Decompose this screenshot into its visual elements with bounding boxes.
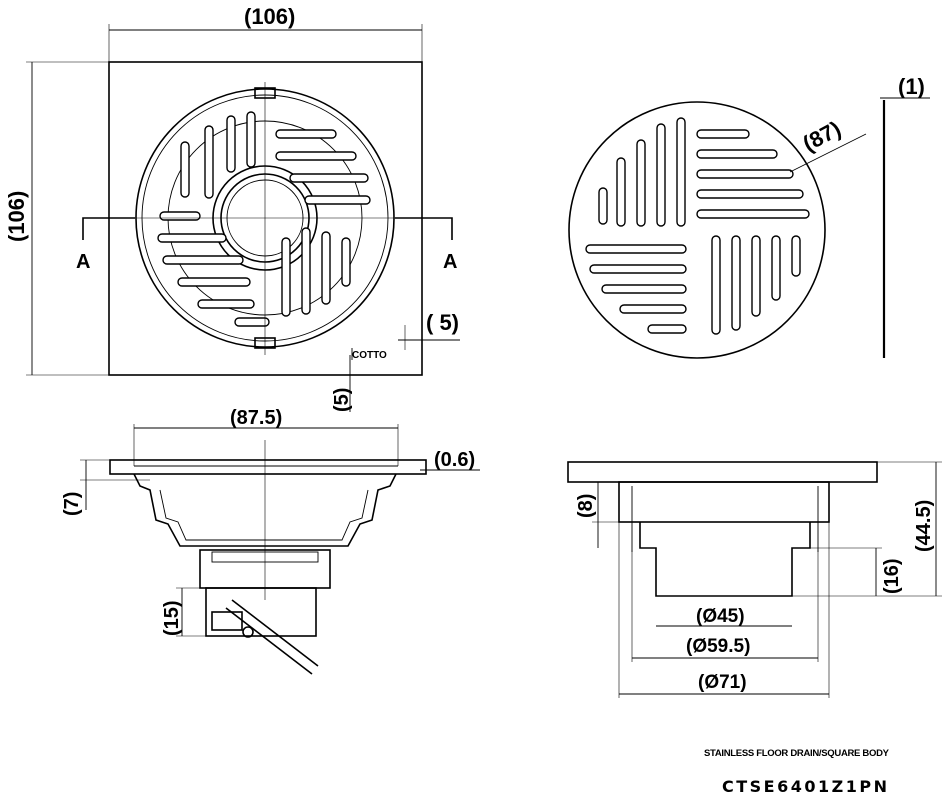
grate-slot <box>177 277 251 287</box>
grate-slot <box>616 157 626 227</box>
section-body-inner <box>159 489 369 541</box>
dim-trap-height: (15) <box>161 600 183 636</box>
brand-logo: COTTO <box>352 350 387 361</box>
title-block: STAINLESS FLOOR DRAIN/SQUARE BODY CTSE64… <box>704 748 890 796</box>
grate-slot <box>636 139 646 227</box>
section-line-left <box>82 217 135 240</box>
grate-slot <box>601 284 687 294</box>
grate-slot <box>204 125 214 199</box>
section-flange <box>109 459 427 475</box>
dim-flange-height: (7) <box>61 492 83 516</box>
dim-dia-71: (Ø71) <box>698 672 747 693</box>
grate-outline <box>568 101 826 359</box>
elevation-plate <box>567 461 878 483</box>
grate-slot <box>598 187 608 225</box>
dim-plate-height: (106) <box>4 191 29 242</box>
grate-slot <box>589 264 687 274</box>
grate-slot <box>275 129 337 139</box>
grate-slot <box>711 235 721 335</box>
section-label-left: A <box>76 251 90 273</box>
elevation-view: (8) (44.5) (16) (Ø45) (Ø59.5) (Ø71) <box>567 461 942 698</box>
section-trap-arm-2 <box>225 607 313 675</box>
grate-slot <box>281 237 291 317</box>
grate-slot <box>696 169 794 179</box>
grate-slot <box>751 235 761 317</box>
dim-corner-offset: ( 5) <box>426 310 459 335</box>
square-plate <box>108 61 423 376</box>
section-label-right: A <box>443 251 457 273</box>
section-trap-tab <box>211 611 243 631</box>
dim-bottom-offset: (5) <box>331 388 353 412</box>
dim-frame-width: (87.5) <box>230 407 282 429</box>
grate-detail-view: (87) (1) <box>568 74 930 359</box>
dim-grate-diameter: (87) <box>799 116 845 156</box>
product-description: STAINLESS FLOOR DRAIN/SQUARE BODY <box>704 748 890 759</box>
grate-slot <box>696 129 750 139</box>
dim-flange-thickness: (0.6) <box>434 449 475 471</box>
dim-plate-width: (106) <box>244 4 295 29</box>
grate-slot <box>180 141 190 198</box>
grate-slot <box>341 237 351 287</box>
grate-slot <box>585 244 687 254</box>
section-body-outer <box>133 473 397 547</box>
dim-top-thickness: (8) <box>575 494 597 518</box>
grate-slot <box>246 111 256 168</box>
grate-slot <box>647 324 687 334</box>
section-line-right <box>395 217 453 240</box>
elevation-outlet <box>639 522 811 597</box>
grate-slot <box>159 211 201 221</box>
grate-slot <box>226 115 236 173</box>
grate-slot <box>619 304 687 314</box>
dim-line-grate-diameter <box>789 133 867 173</box>
grate-slot <box>304 195 371 205</box>
elevation-upper-body <box>618 481 830 523</box>
top-view: A A COTTO (106) (106) ( 5) (5) <box>4 4 460 412</box>
section-trap-arm <box>231 599 319 667</box>
grate-slot <box>656 123 666 227</box>
section-view: (87.5) (0.6) (7) (15) <box>61 407 480 675</box>
grate-slot <box>197 299 255 309</box>
grate-slot <box>275 151 357 161</box>
dim-grate-thickness: (1) <box>898 74 925 99</box>
model-code: CTSE6401Z1PN <box>722 777 890 796</box>
grate-slot <box>696 149 778 159</box>
grate-slot <box>696 189 804 199</box>
grate-slot <box>321 231 331 305</box>
grate-slot <box>771 235 781 301</box>
section-trap-pivot <box>242 626 254 638</box>
grate-slot <box>791 235 801 277</box>
dim-outlet-height: (16) <box>881 558 903 594</box>
dim-body-height: (44.5) <box>913 500 935 552</box>
grate-slot <box>234 317 270 327</box>
grate-slot <box>676 117 686 227</box>
dim-dia-45: (Ø45) <box>696 606 745 627</box>
grate-slot <box>157 233 227 243</box>
grate-slot <box>162 255 244 265</box>
section-trap-lower <box>205 587 317 637</box>
grate-slot <box>301 227 311 315</box>
grate-slot <box>289 173 369 183</box>
grate-slot <box>731 235 741 331</box>
grate-slot <box>696 209 810 219</box>
dim-dia-59-5: (Ø59.5) <box>686 636 750 657</box>
